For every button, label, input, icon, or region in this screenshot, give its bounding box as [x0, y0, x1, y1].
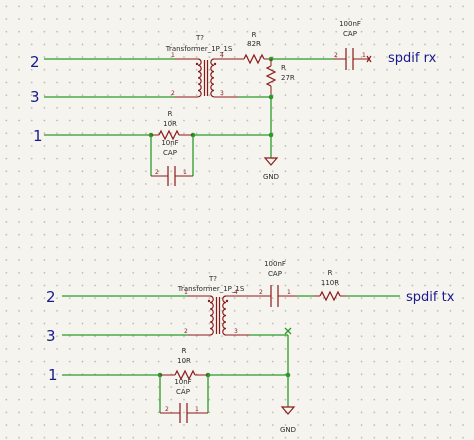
tx-transformer-pin-4: 4: [234, 289, 238, 296]
rx-r82-value: 82R: [247, 40, 261, 48]
rx-r10-value: 10R: [163, 120, 177, 128]
tx-c100nf-name: CAP: [268, 270, 282, 278]
rx-junction-mid: [268, 94, 274, 100]
tx-net-label-1: 1: [48, 366, 58, 384]
rx-net-label-3: 3: [30, 88, 40, 106]
tx-transformer: T? Transformer_1P_1S 1 4 2 3: [177, 275, 250, 336]
rx-circuit: 2 3 1 spdif rx T? Transformer_1P_1S 1 4 …: [30, 20, 437, 186]
tx-transformer-value: Transformer_1P_1S: [177, 285, 245, 293]
tx-transformer-pin-3: 3: [234, 328, 238, 335]
rx-output-label: spdif rx: [388, 51, 437, 66]
rx-transformer-value: Transformer_1P_1S: [165, 45, 233, 53]
rx-gnd-symbol: GND: [263, 157, 279, 181]
rx-resistor-27r: R 27R: [265, 59, 295, 97]
tx-net-label-2: 2: [46, 288, 56, 306]
rx-transformer-pin-3: 3: [220, 90, 224, 97]
tx-c100nf-pin-2: 2: [259, 289, 263, 296]
tx-c10nf-value: 10nF: [174, 378, 191, 386]
rx-c10nf-name: CAP: [163, 149, 177, 157]
rx-resistor-82r: R 82R: [238, 31, 271, 65]
rx-r27-value: 27R: [281, 74, 295, 82]
rx-capacitor-100nf: 100nF CAP 2 1: [333, 20, 372, 70]
rx-c100nf-pin-1: 1: [362, 52, 366, 59]
tx-transformer-ref: T?: [208, 275, 217, 283]
rx-c100nf-name: CAP: [343, 30, 357, 38]
tx-capacitor-10nf: 10nF CAP 2 1: [160, 378, 208, 423]
tx-no-connect-mark: [284, 327, 292, 335]
tx-output-label: spdif tx: [406, 290, 455, 305]
rx-resistor-10r: R 10R: [151, 110, 193, 141]
rx-transformer: T? Transformer_1P_1S 1 4 2 3: [165, 34, 238, 98]
rx-c10nf-value: 10nF: [161, 139, 178, 147]
tx-c10nf-pin-1: 1: [195, 406, 199, 413]
tx-r10-ref: R: [182, 347, 187, 355]
rx-transformer-pin-1: 1: [171, 52, 175, 59]
tx-gnd-symbol: GND: [280, 406, 296, 434]
tx-transformer-pin-1: 1: [184, 289, 188, 296]
rx-capacitor-10nf: 10nF CAP 2 1: [151, 139, 193, 186]
rx-transformer-pin-4: 4: [220, 52, 224, 59]
tx-c10nf-name: CAP: [176, 388, 190, 396]
rx-c100nf-pin-2: 2: [334, 52, 338, 59]
tx-net-label-3: 3: [46, 327, 56, 345]
rx-c10nf-pin-1: 1: [183, 169, 187, 176]
rx-net-label-1: 1: [33, 127, 43, 145]
rx-transformer-ref: T?: [195, 34, 204, 42]
tx-circuit: 2 3 1 spdif tx T? Transformer_1P_1S 1 4 …: [46, 260, 455, 434]
tx-resistor-110r: R 110R: [314, 269, 346, 302]
tx-gnd-label: GND: [280, 426, 296, 434]
rx-r10-ref: R: [168, 110, 173, 118]
rx-net-label-2: 2: [30, 53, 40, 71]
rx-transformer-pin-2: 2: [171, 90, 175, 97]
tx-c100nf-value: 100nF: [264, 260, 286, 268]
tx-c100nf-pin-1: 1: [287, 289, 291, 296]
rx-gnd-label: GND: [263, 173, 279, 181]
tx-r10-value: 10R: [177, 357, 191, 365]
rx-r82-ref: R: [252, 31, 257, 39]
rx-c10nf-pin-2: 2: [155, 169, 159, 176]
tx-transformer-pin-2: 2: [184, 328, 188, 335]
tx-r110-ref: R: [328, 269, 333, 277]
tx-resistor-10r: R 10R: [160, 347, 208, 381]
tx-c10nf-pin-2: 2: [165, 406, 169, 413]
rx-r27-ref: R: [281, 64, 286, 72]
rx-c100nf-value: 100nF: [339, 20, 361, 28]
tx-capacitor-100nf: 100nF CAP 2 1: [250, 260, 297, 307]
tx-r110-value: 110R: [321, 279, 339, 287]
